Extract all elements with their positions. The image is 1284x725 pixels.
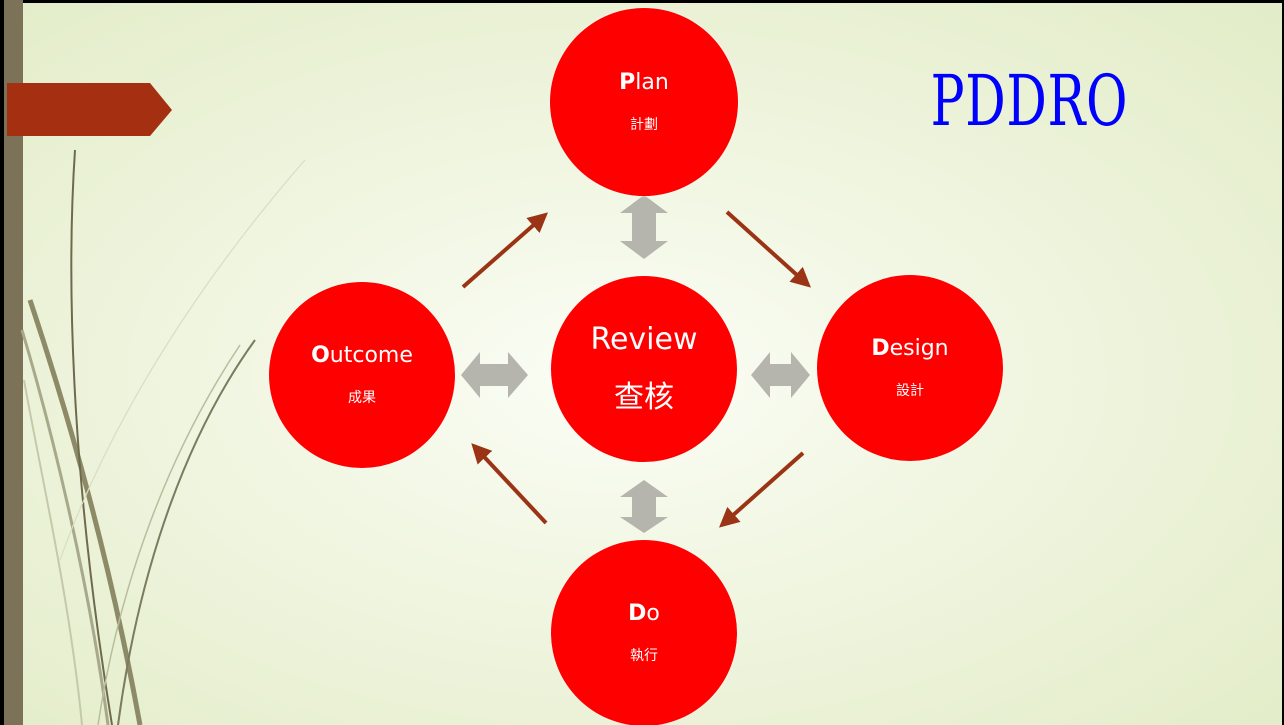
node-plan-sublabel: 計劃 xyxy=(630,117,658,134)
node-outcome-sublabel: 成果 xyxy=(348,390,376,407)
double-arrow-review-do xyxy=(620,480,668,533)
node-outcome-label: Outcome xyxy=(311,342,413,368)
header-tab-arrow xyxy=(7,83,172,136)
double-arrow-outcome-review xyxy=(461,352,528,398)
node-design: Design 設計 xyxy=(817,275,1003,461)
slide-title: PDDRO xyxy=(930,60,1129,142)
slide-border-right xyxy=(1282,0,1284,725)
node-review-label: Review xyxy=(590,322,698,357)
arrow-design-to-do xyxy=(719,451,805,528)
node-do-sublabel: 執行 xyxy=(630,648,658,665)
node-plan: Plan 計劃 xyxy=(550,8,738,196)
node-review: Review 查核 xyxy=(551,276,737,462)
arrow-do-to-outcome xyxy=(471,443,548,525)
node-plan-label: Plan xyxy=(619,69,669,95)
node-design-label: Design xyxy=(871,335,949,361)
node-do-label: Do xyxy=(628,600,660,626)
node-outcome: Outcome 成果 xyxy=(269,282,455,468)
slide-border-top xyxy=(0,0,1284,3)
double-arrow-review-design xyxy=(751,352,810,398)
arrow-plan-to-design xyxy=(725,210,811,288)
double-arrow-plan-review xyxy=(620,195,668,259)
node-review-sublabel: 查核 xyxy=(614,380,674,415)
slide-border-left xyxy=(0,0,4,725)
node-design-sublabel: 設計 xyxy=(896,383,924,400)
left-accent-bar xyxy=(4,0,23,725)
decorative-curves xyxy=(20,149,306,725)
node-do: Do 執行 xyxy=(551,540,737,725)
arrow-outcome-to-plan xyxy=(461,212,549,289)
